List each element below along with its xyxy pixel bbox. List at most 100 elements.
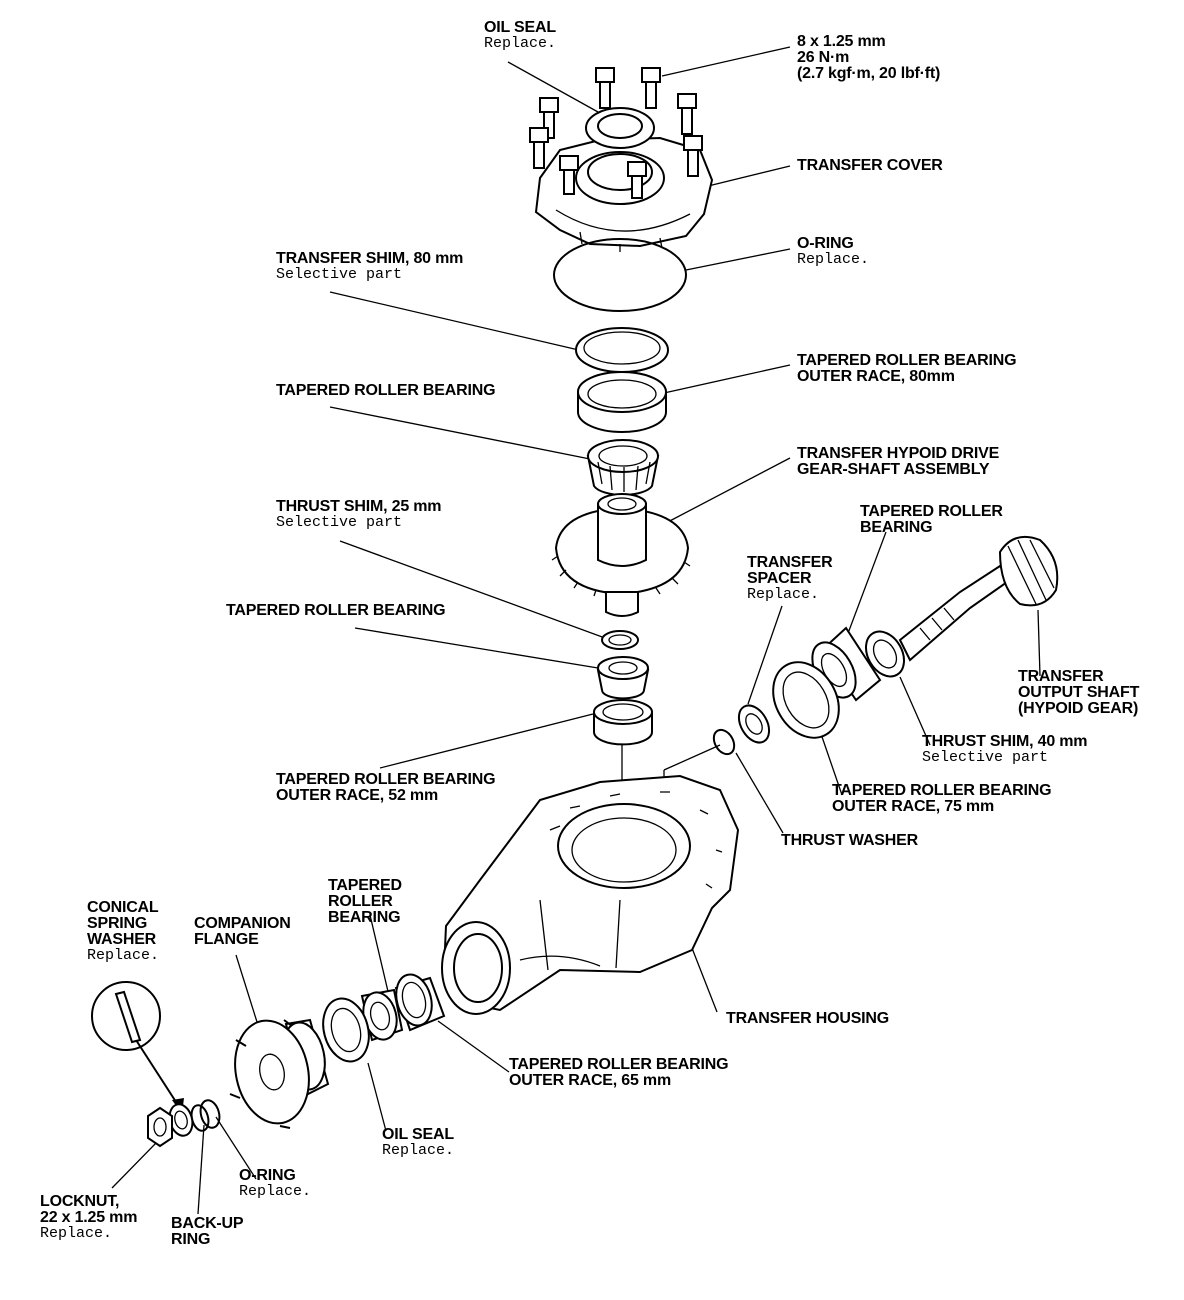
- race-65-shape: [394, 973, 446, 1032]
- transfer-spacer-line1: TRANSFER: [747, 554, 833, 571]
- companion-flange-line1: COMPANION: [194, 915, 291, 932]
- transfer-shim-note: Selective part: [276, 266, 403, 283]
- bearing-lower-line3: BEARING: [328, 909, 401, 926]
- thrust-washer-title: THRUST WASHER: [781, 832, 918, 849]
- bolt-spec-size: 8 x 1.25 mm: [797, 33, 886, 50]
- o-ring-top-note: Replace.: [797, 251, 870, 268]
- label-transfer-shim: TRANSFER SHIM, 80 mm Selective part: [276, 251, 463, 283]
- label-hypoid-drive: TRANSFER HYPOID DRIVE GEAR-SHAFT ASSEMBL…: [797, 446, 999, 478]
- locknut-line2: 22 x 1.25 mm: [40, 1209, 138, 1226]
- label-bearing-lower: TAPERED ROLLER BEARING: [328, 878, 402, 926]
- label-thrust-washer: THRUST WASHER: [781, 833, 918, 849]
- race-52-shape: [593, 699, 653, 746]
- bolt-spec-torque: 26 N·m: [797, 49, 850, 66]
- o-ring-top-title: O-RING: [797, 235, 854, 252]
- oil-seal-top-note: Replace.: [484, 35, 557, 52]
- race-80-line2: OUTER RACE, 80mm: [797, 368, 955, 385]
- bolt-spec-torque-alt: (2.7 kgf·m, 20 lbf·ft): [797, 65, 941, 82]
- transfer-spacer-line2: SPACER: [747, 570, 812, 587]
- oil-seal-top-shape: [585, 107, 655, 149]
- label-thrust-shim-40: THRUST SHIM, 40 mm Selective part: [922, 733, 1088, 766]
- bearing-lower-line1: TAPERED: [328, 877, 402, 894]
- oil-seal-bottom-note: Replace.: [382, 1142, 455, 1159]
- oil-seal-bottom-shape: [322, 997, 370, 1063]
- race-52-line1: TAPERED ROLLER BEARING: [276, 771, 496, 788]
- bearing-lower-shape: [360, 988, 404, 1042]
- oil-seal-top-title: OIL SEAL: [484, 19, 556, 36]
- transfer-spacer-note: Replace.: [747, 586, 820, 603]
- race-52-line2: OUTER RACE, 52 mm: [276, 787, 438, 804]
- backup-ring-line1: BACK-UP: [171, 1215, 244, 1232]
- bearing-upper-title: TAPERED ROLLER BEARING: [276, 382, 496, 399]
- label-transfer-spacer: TRANSFER SPACER Replace.: [747, 555, 833, 603]
- transfer-spacer-shape: [737, 704, 771, 744]
- race-80-shape: [577, 371, 667, 433]
- race-65-line2: OUTER RACE, 65 mm: [509, 1072, 671, 1089]
- companion-flange-shape: [229, 1018, 330, 1129]
- o-ring-bottom-shape: [199, 1099, 221, 1129]
- conical-washer-note: Replace.: [87, 947, 160, 964]
- label-o-ring-top: O-RING Replace.: [797, 236, 869, 268]
- label-oil-seal-top: OIL SEAL Replace.: [484, 20, 556, 52]
- bearing-right-line2: BEARING: [860, 519, 933, 536]
- o-ring-bottom-title: O-RING: [239, 1167, 296, 1184]
- race-75-line1: TAPERED ROLLER BEARING: [832, 782, 1052, 799]
- label-race-52: TAPERED ROLLER BEARING OUTER RACE, 52 mm: [276, 771, 496, 804]
- label-race-80: TAPERED ROLLER BEARING OUTER RACE, 80mm: [797, 352, 1017, 385]
- label-transfer-housing: TRANSFER HOUSING: [726, 1011, 889, 1027]
- conical-washer-line3: WASHER: [87, 931, 157, 948]
- washer-detail-callout: [91, 981, 161, 1051]
- locknut-note: Replace.: [40, 1225, 113, 1242]
- transfer-housing-title: TRANSFER HOUSING: [726, 1010, 890, 1027]
- bearing-mid-title: TAPERED ROLLER BEARING: [226, 602, 446, 619]
- race-75-shape: [772, 661, 840, 739]
- conical-washer-line2: SPRING: [87, 915, 148, 932]
- label-bearing-upper: TAPERED ROLLER BEARING: [276, 382, 496, 399]
- thrust-washer-shape: [712, 728, 736, 756]
- o-ring-top-shape: [553, 238, 687, 312]
- transfer-shim-80-shape: [575, 327, 669, 373]
- output-shaft-line3: (HYPOID GEAR): [1018, 700, 1139, 717]
- label-conical-washer: CONICAL SPRING WASHER Replace.: [87, 900, 159, 964]
- output-shaft-line2: OUTPUT SHAFT: [1018, 684, 1140, 701]
- race-65-line1: TAPERED ROLLER BEARING: [509, 1056, 729, 1073]
- label-transfer-cover: TRANSFER COVER: [797, 158, 943, 174]
- bearing-lower-line2: ROLLER: [328, 893, 393, 910]
- race-75-line2: OUTER RACE, 75 mm: [832, 798, 994, 815]
- transfer-housing-shape: [441, 774, 740, 1015]
- thrust-shim-25-shape: [601, 630, 639, 650]
- label-companion-flange: COMPANION FLANGE: [194, 916, 291, 948]
- label-oil-seal-bottom: OIL SEAL Replace.: [382, 1127, 454, 1159]
- thrust-shim-25-note: Selective part: [276, 514, 403, 531]
- bearing-upper-shape: [586, 439, 660, 496]
- label-o-ring-bottom: O-RING Replace.: [239, 1168, 311, 1200]
- label-bolt-spec: 8 x 1.25 mm 26 N·m (2.7 kgf·m, 20 lbf·ft…: [797, 34, 940, 82]
- label-bearing-right: TAPERED ROLLER BEARING: [860, 504, 1003, 536]
- label-bearing-mid: TAPERED ROLLER BEARING: [226, 602, 446, 619]
- label-thrust-shim-25: THRUST SHIM, 25 mm Selective part: [276, 498, 442, 531]
- hypoid-drive-line1: TRANSFER HYPOID DRIVE: [797, 445, 1000, 462]
- thrust-shim-40-title: THRUST SHIM, 40 mm: [922, 733, 1088, 750]
- hypoid-drive-line2: GEAR-SHAFT ASSEMBLY: [797, 461, 990, 478]
- label-race-75: TAPERED ROLLER BEARING OUTER RACE, 75 mm: [832, 782, 1052, 815]
- o-ring-bottom-note: Replace.: [239, 1183, 312, 1200]
- backup-ring-line2: RING: [171, 1231, 211, 1248]
- thrust-shim-40-shape: [865, 630, 905, 678]
- label-output-shaft: TRANSFER OUTPUT SHAFT (HYPOID GEAR): [1018, 669, 1139, 717]
- conical-washer-line1: CONICAL: [87, 899, 159, 916]
- bearing-right-line1: TAPERED ROLLER: [860, 503, 1003, 520]
- transfer-cover-title: TRANSFER COVER: [797, 157, 943, 174]
- hypoid-drive-gear-shape: [551, 493, 691, 617]
- transfer-shim-title: TRANSFER SHIM, 80 mm: [276, 250, 464, 267]
- output-shaft-shape: [898, 536, 1059, 662]
- flange-bolts: [529, 67, 703, 199]
- thrust-shim-40-note: Selective part: [922, 749, 1049, 766]
- output-shaft-line1: TRANSFER: [1018, 668, 1104, 685]
- race-80-line1: TAPERED ROLLER BEARING: [797, 352, 1017, 369]
- locknut-line1: LOCKNUT,: [40, 1193, 120, 1210]
- locknut-shape: [147, 1106, 173, 1148]
- companion-flange-line2: FLANGE: [194, 931, 259, 948]
- thrust-shim-25-title: THRUST SHIM, 25 mm: [276, 498, 442, 515]
